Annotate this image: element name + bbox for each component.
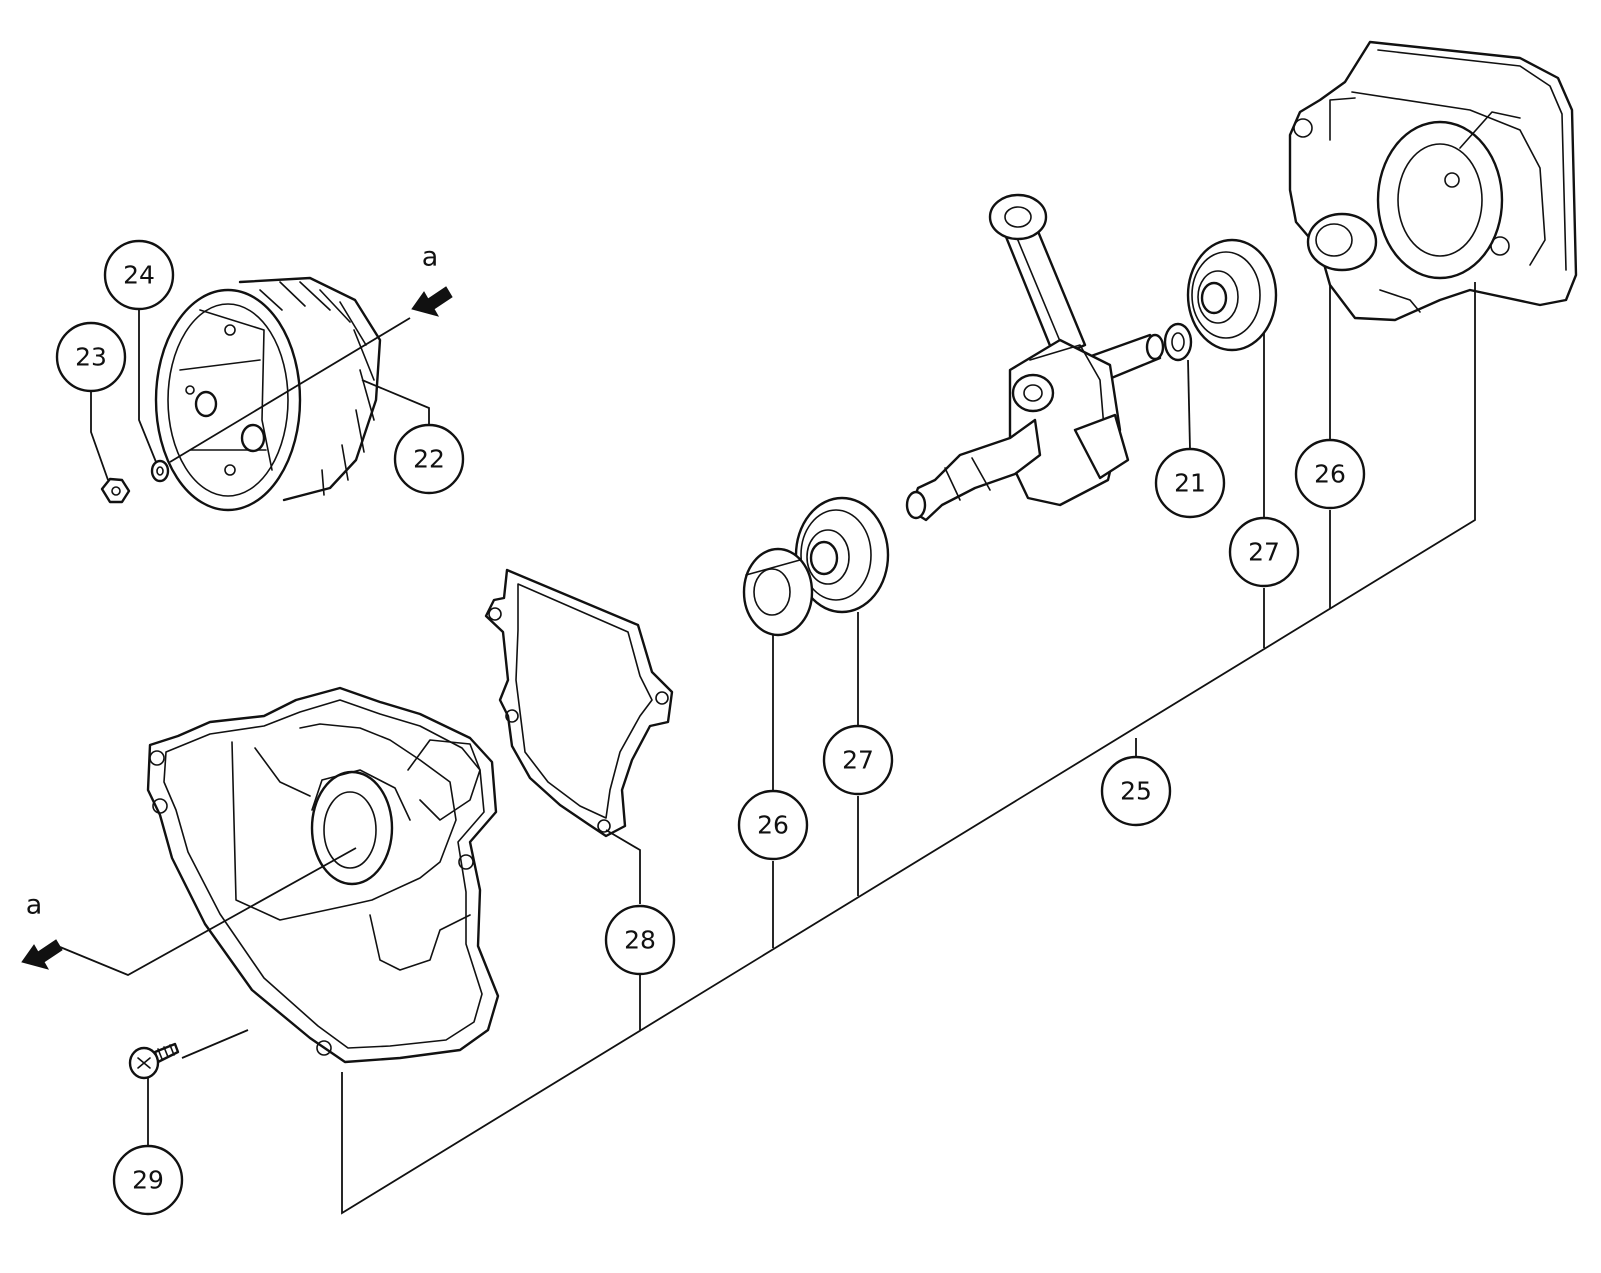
svg-text:27: 27 (842, 746, 874, 775)
assembly-bracket-25 (341, 282, 1476, 1215)
svg-text:21: 21 (1174, 469, 1206, 498)
svg-text:29: 29 (132, 1166, 164, 1195)
callout-28: 28 (604, 904, 676, 976)
arrow-icon (21, 939, 63, 970)
svg-text:28: 28 (624, 926, 656, 955)
callout-26-rear: 26 (1294, 438, 1366, 510)
callout-24: 24 (103, 239, 175, 311)
flywheel-nut (100, 477, 131, 504)
crankshaft-assembly (905, 193, 1165, 522)
washer (150, 459, 170, 483)
crankcase-half-front (146, 686, 500, 1064)
callout-21: 21 (1154, 447, 1226, 519)
shim-ring (1163, 322, 1193, 362)
reference-arrow-crankcase: a (21, 890, 63, 970)
callout-25: 25 (1100, 755, 1172, 827)
crankcase-half-rear (1288, 40, 1578, 322)
callout-27-rear: 27 (1228, 516, 1300, 588)
oil-seal-front (742, 547, 814, 637)
flywheel (154, 276, 382, 512)
svg-text:24: 24 (123, 261, 155, 290)
bearing-rear (1186, 238, 1278, 352)
svg-text:23: 23 (75, 343, 107, 372)
callout-29: 29 (112, 1144, 184, 1216)
arrow-icon (411, 286, 453, 317)
gasket (484, 568, 674, 838)
svg-text:26: 26 (757, 811, 789, 840)
callout-22: 22 (393, 423, 465, 495)
ref-letter-flywheel: a (422, 242, 439, 273)
callout-26-front: 26 (737, 789, 809, 861)
callout-23: 23 (55, 321, 127, 393)
ref-letter-crankcase: a (26, 890, 43, 921)
svg-text:26: 26 (1314, 460, 1346, 489)
svg-text:22: 22 (413, 445, 445, 474)
screw (128, 1042, 180, 1080)
callout-27-front: 27 (822, 724, 894, 796)
svg-text:25: 25 (1120, 777, 1152, 806)
assembly-lines (59, 317, 411, 1059)
reference-arrow-flywheel: a (411, 242, 453, 317)
callout-leaders (90, 285, 1331, 1146)
svg-text:27: 27 (1248, 538, 1280, 567)
